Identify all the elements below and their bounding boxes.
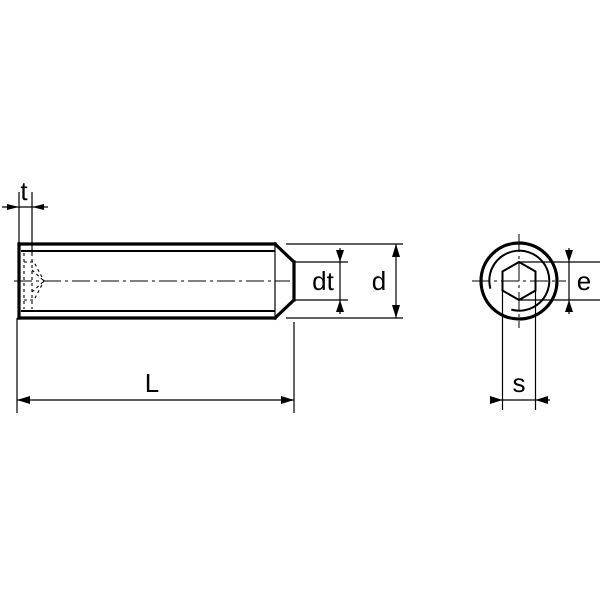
dimension-s: s [490,290,550,410]
dimension-t: t [2,176,48,253]
label-L: L [145,368,159,398]
side-view [14,241,297,321]
label-d: d [372,266,386,296]
label-e: e [577,266,591,296]
dimension-L: L [16,318,295,413]
dimension-e: e [519,248,600,314]
label-s: s [513,368,526,398]
dimension-dt: dt [294,248,348,314]
label-t: t [20,176,28,206]
screw-body-outline [17,241,297,321]
label-dt: dt [312,266,334,296]
end-thread-arc [488,249,551,312]
end-view [472,234,566,328]
dimension-d: d [286,243,403,319]
